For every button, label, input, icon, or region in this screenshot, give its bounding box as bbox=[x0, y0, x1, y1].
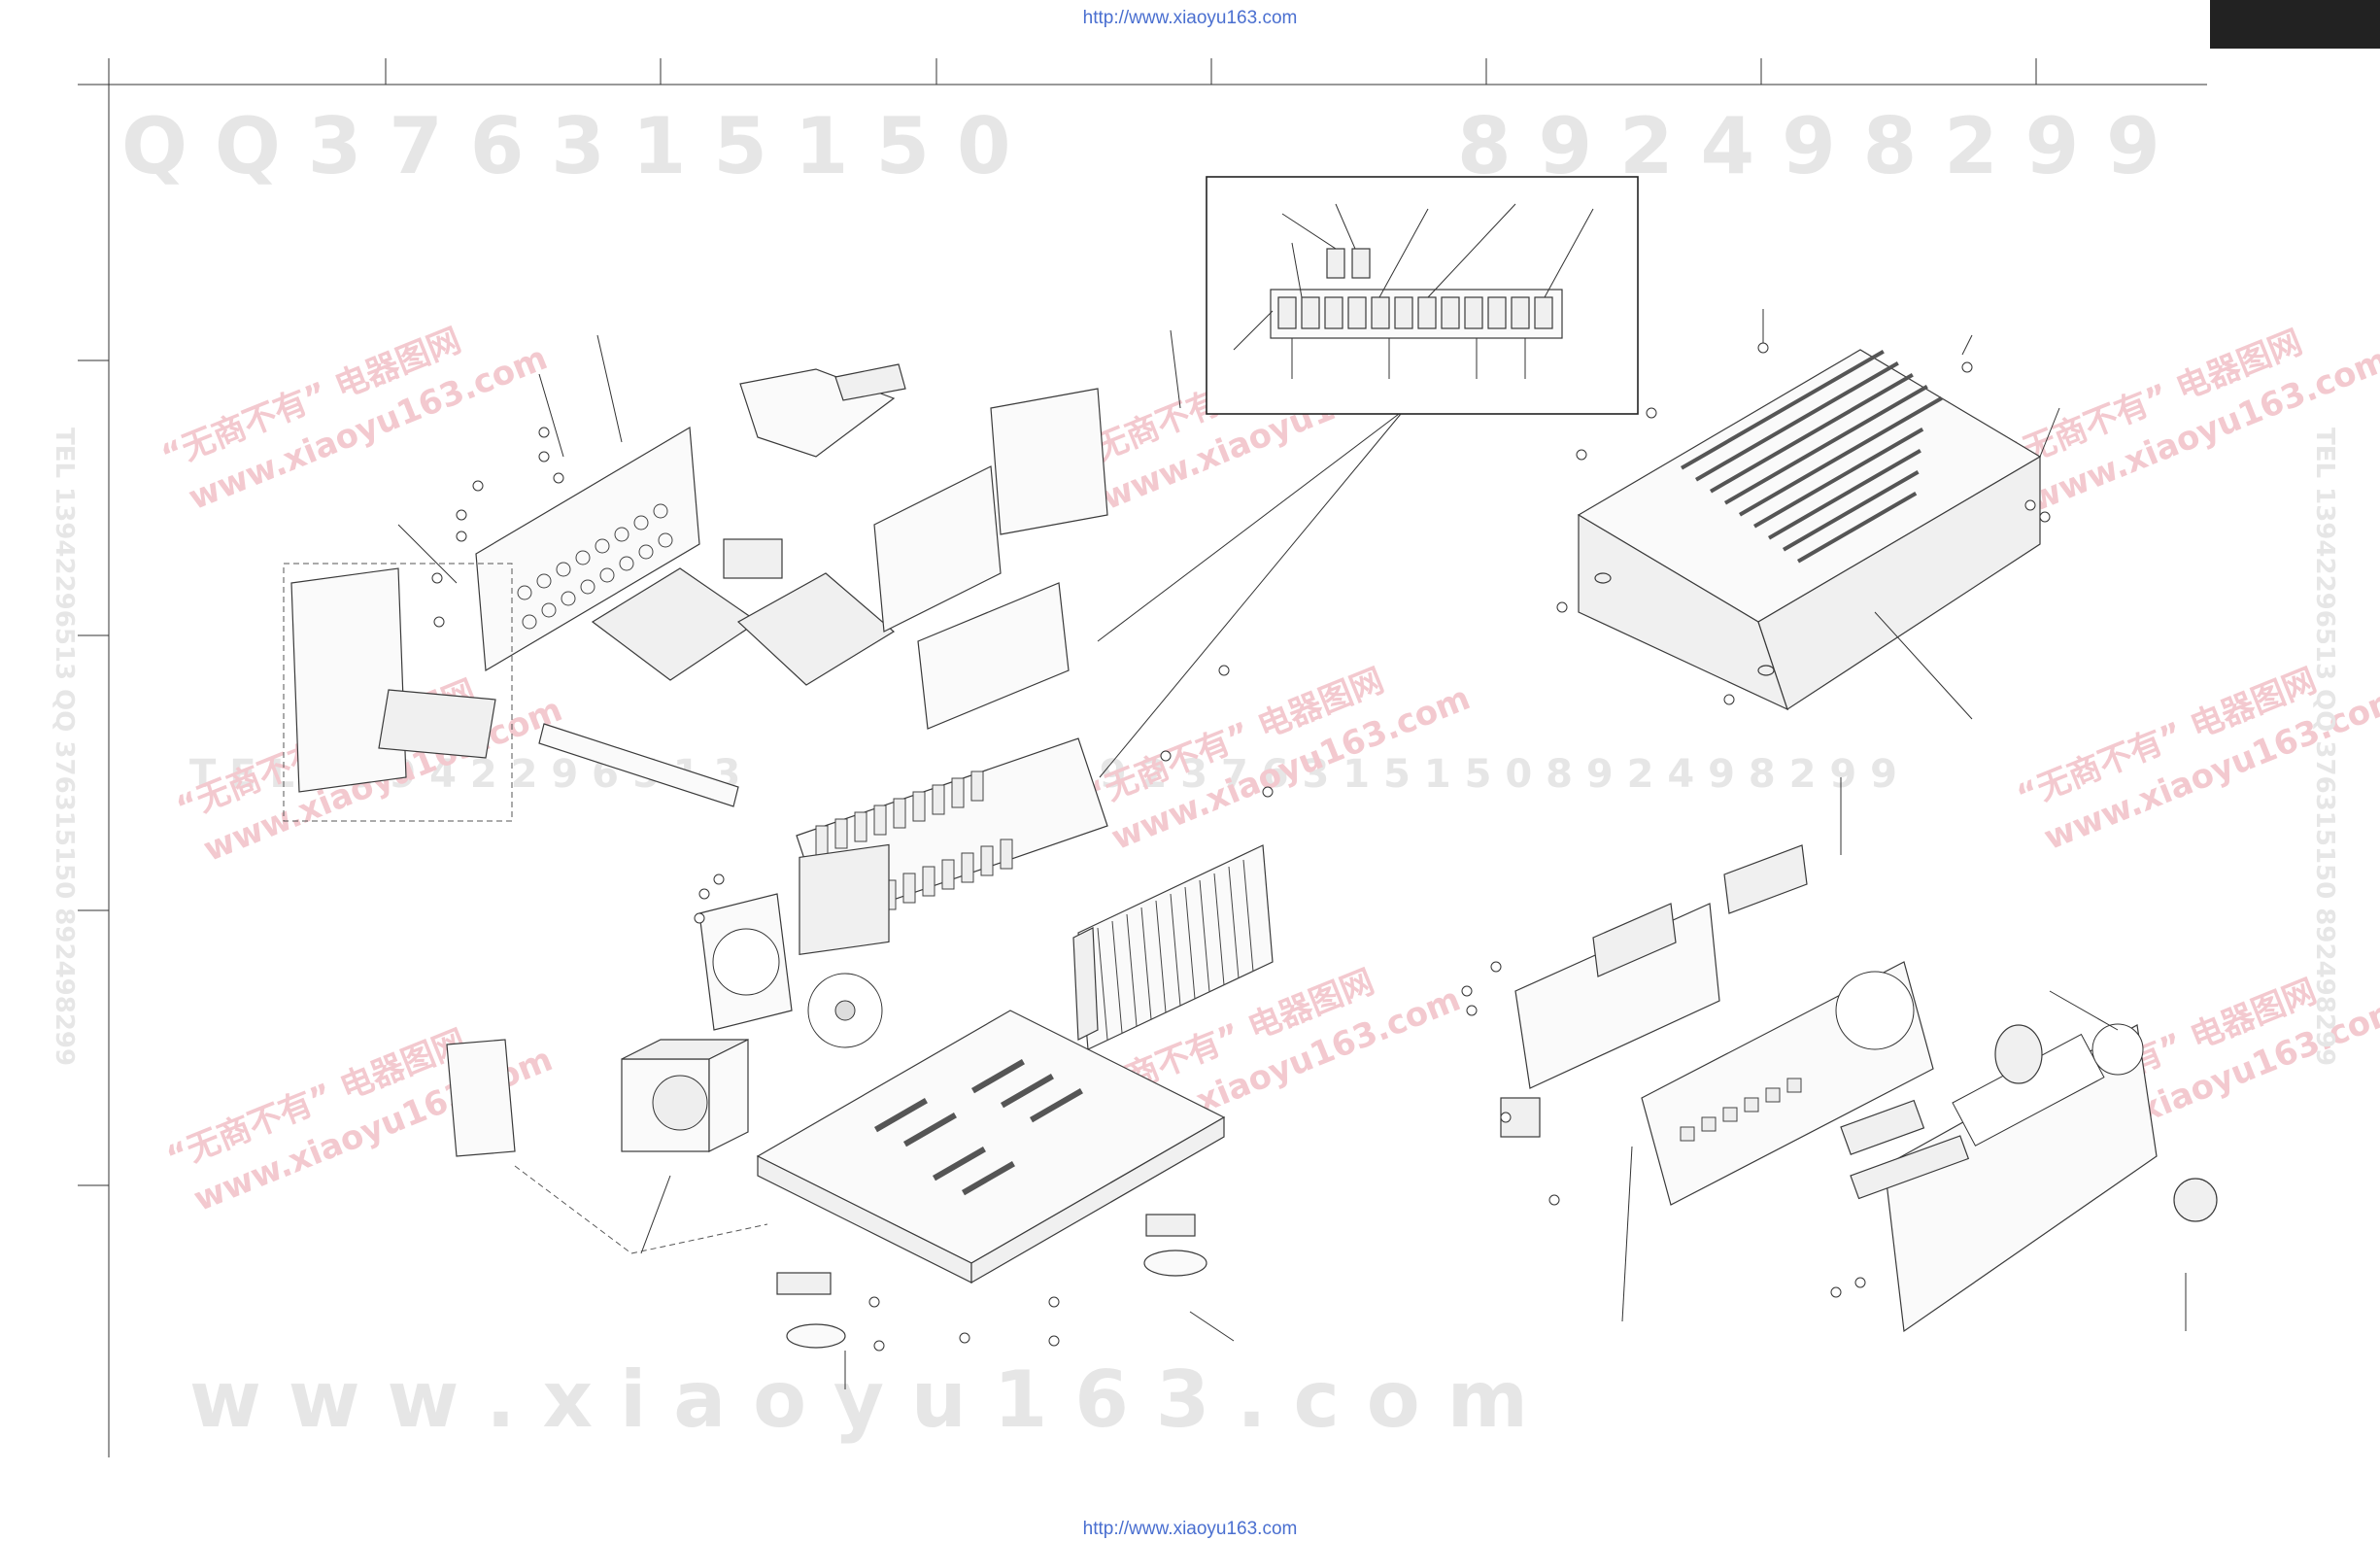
watermark-qq-number: Q Q 3 7 6 3 1 5 1 5 0 bbox=[121, 101, 1011, 191]
power-transformer bbox=[446, 1039, 749, 1157]
leader-lines bbox=[397, 309, 2187, 1389]
heat-sink bbox=[1072, 844, 1274, 1050]
transistor-inset bbox=[1097, 176, 1639, 778]
cooling-fan bbox=[698, 843, 890, 1048]
watermark-side-left: TEL 13942296513 QQ 376315150 892498299 bbox=[50, 428, 79, 1066]
watermark-side-right: TEL 13942296513 QQ 376315150 892498299 bbox=[2310, 428, 2339, 1066]
transistor-array bbox=[1277, 248, 1553, 329]
chassis-base bbox=[756, 1010, 1226, 1349]
top-cover bbox=[1577, 349, 2042, 711]
page-frame bbox=[78, 58, 2207, 1457]
amplifier-board bbox=[796, 388, 1108, 924]
watermark-tel-number-2: 9 9 2 3 7 6 3 1 5 1 5 0 8 9 2 4 9 8 2 9 … bbox=[1059, 752, 1897, 797]
source-url-bottom[interactable]: http://www.xiaoyu163.com bbox=[1082, 1519, 1298, 1539]
source-url-top[interactable]: http://www.xiaoyu163.com bbox=[1082, 8, 1298, 28]
rear-panel-assembly bbox=[283, 363, 906, 822]
watermark-site-large: w w w . x i a o y u 1 6 3 . c o m bbox=[189, 1354, 1528, 1445]
front-panel-assembly bbox=[1500, 844, 2218, 1333]
screw-set bbox=[431, 342, 2051, 1352]
page-number-badge bbox=[2210, 0, 2380, 49]
